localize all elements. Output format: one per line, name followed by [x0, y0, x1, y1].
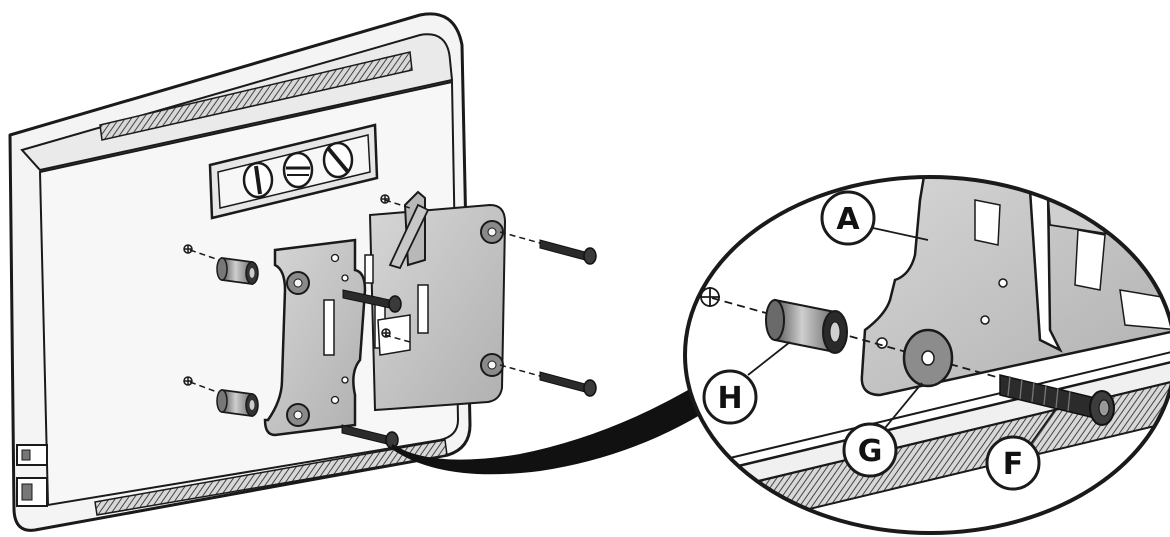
screw-bottom-center	[341, 424, 399, 449]
screw-top-right	[539, 239, 597, 265]
zoom-spacer	[765, 298, 848, 354]
side-ports	[16, 444, 48, 507]
callout-labels: A H G F	[702, 190, 1056, 491]
screws	[341, 239, 597, 449]
top-vent	[99, 51, 413, 141]
bottom-vent	[94, 439, 448, 516]
screw-hole-markers	[183, 194, 391, 386]
callout-h: H	[702, 369, 758, 425]
spacer-bottom-left	[216, 388, 259, 418]
callout-h-label: H	[717, 381, 742, 416]
zoom-detail	[683, 175, 1170, 535]
zoom-hole-marker	[700, 287, 720, 307]
callout-f: F	[985, 435, 1041, 491]
bracket-washers	[286, 220, 504, 427]
mounting-bracket	[263, 190, 507, 437]
spacers	[216, 256, 259, 418]
callout-g-label: G	[858, 434, 883, 469]
callout-f-label: F	[1003, 447, 1024, 482]
callout-a: A	[820, 190, 876, 246]
zoom-screw	[999, 374, 1115, 426]
screw-bottom-right	[539, 371, 597, 397]
spacer-top-left	[216, 256, 259, 286]
zoom-circle-outline	[683, 175, 1170, 535]
knob-3-icon	[322, 141, 354, 179]
zoom-washer	[902, 328, 954, 388]
callout-a-label: A	[836, 202, 860, 237]
knob-1-icon	[242, 161, 274, 199]
knob-2-icon	[282, 151, 314, 189]
callout-g: G	[842, 422, 898, 478]
screw-center	[342, 289, 402, 313]
rear-control-panel	[208, 123, 379, 220]
